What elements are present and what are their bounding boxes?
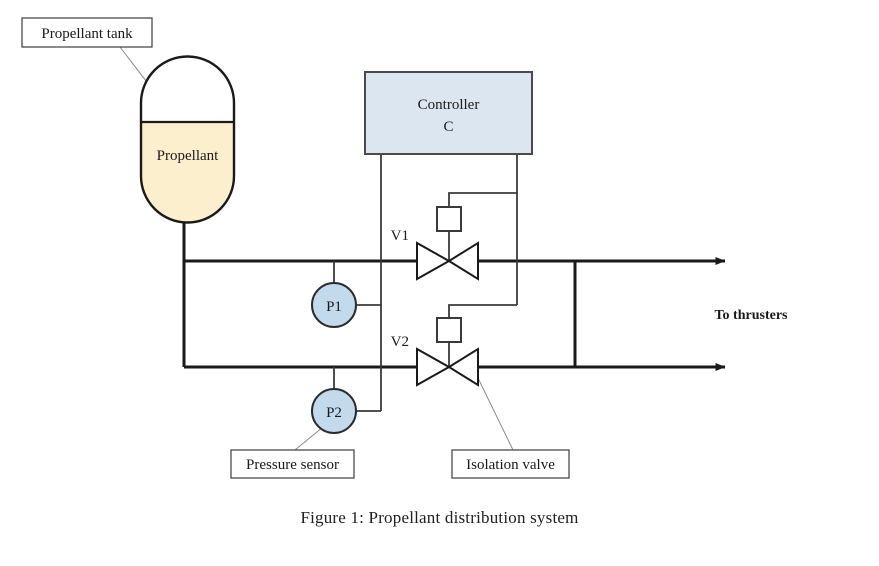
p2-label: P2 <box>326 405 342 421</box>
isolation-valve-v1[interactable]: V1 <box>391 206 479 281</box>
tank-outline <box>139 55 236 224</box>
callout-pressure-sensor-box[interactable] <box>230 449 355 479</box>
to-thrusters-label: To thrusters <box>715 308 789 323</box>
pressure-sensor-p1[interactable]: P1 <box>311 282 357 328</box>
isolation-valve-v2[interactable]: V2 <box>391 317 479 387</box>
p2-circle[interactable] <box>311 388 357 434</box>
figure-caption: Figure 1: Propellant distribution system <box>300 508 579 527</box>
v1-body-right <box>447 241 479 281</box>
callout-propellant-tank-label: Propellant tank <box>41 26 133 42</box>
v2-label: V2 <box>391 334 409 350</box>
pipe-network <box>182 222 726 371</box>
tank-contents-label: Propellant <box>157 148 219 164</box>
pressure-sensor-p2[interactable]: P2 <box>311 388 357 434</box>
v2-body-left <box>416 347 452 387</box>
v2-actuator[interactable] <box>436 317 462 343</box>
propellant-tank[interactable]: Propellant <box>139 55 236 227</box>
callout-propellant-tank-box[interactable] <box>21 17 153 48</box>
callout-isolation-valve[interactable]: Isolation valve <box>451 449 570 479</box>
v2-body-right <box>447 347 479 387</box>
wire-controller-to-v1 <box>448 192 517 207</box>
v1-actuator[interactable] <box>436 206 462 232</box>
controller[interactable]: Controller C <box>364 71 533 155</box>
callout-propellant-tank[interactable]: Propellant tank <box>21 17 153 48</box>
callout-isolation-valve-label: Isolation valve <box>466 457 555 473</box>
leader-isolation-valve <box>477 377 514 451</box>
v1-body-left <box>416 241 452 281</box>
controller-title: Controller <box>418 97 480 113</box>
wire-controller-to-v2 <box>448 304 517 318</box>
v1-label: V1 <box>391 228 409 244</box>
p1-label: P1 <box>326 299 342 315</box>
controller-designator: C <box>443 119 453 135</box>
callout-pressure-sensor-label: Pressure sensor <box>246 457 339 473</box>
callout-isolation-valve-box[interactable] <box>451 449 570 479</box>
signal-wiring <box>333 154 518 412</box>
tank-propellant-fill <box>141 122 234 223</box>
p1-circle[interactable] <box>311 282 357 328</box>
callout-pressure-sensor[interactable]: Pressure sensor <box>230 449 355 479</box>
controller-box[interactable] <box>364 71 533 155</box>
